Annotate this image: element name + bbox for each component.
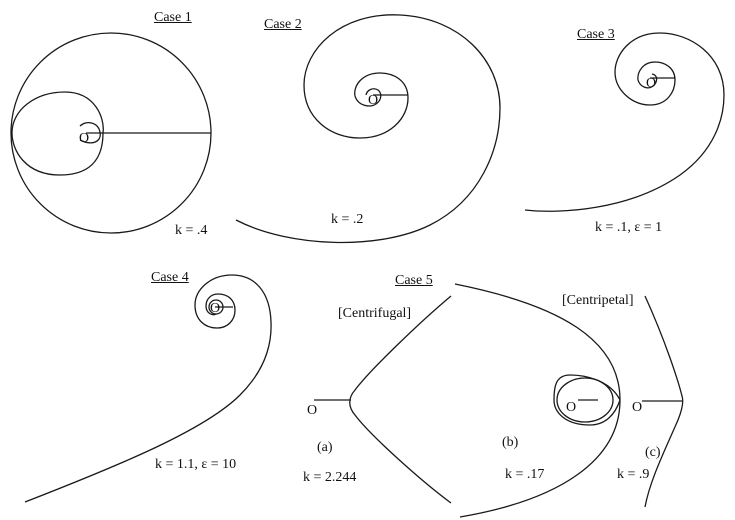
case-4-curve — [24, 274, 272, 503]
case-5b-origin: O — [566, 400, 577, 415]
case-5b-label: (b) — [502, 435, 519, 450]
case-2-title: Case 2 — [264, 17, 302, 32]
case-5c-param: k = .9 — [617, 467, 650, 482]
case-5c-origin: O — [632, 400, 643, 415]
case-2-curve — [235, 14, 501, 244]
case-5b-group-label: [Centripetal] — [562, 293, 634, 308]
case-5-title: Case 5 — [395, 273, 433, 288]
case-5a-origin: O — [307, 403, 318, 418]
case-4-param: k = 1.1, ε = 10 — [155, 457, 237, 472]
case-2-param: k = .2 — [331, 212, 364, 227]
case-3-title: Case 3 — [577, 27, 615, 42]
case-5c-label: (c) — [645, 445, 661, 460]
case-1-param: k = .4 — [175, 223, 208, 238]
case-5a-param: k = 2.244 — [303, 470, 357, 485]
case-5b-param: k = .17 — [505, 467, 545, 482]
case-2-origin: O — [368, 93, 379, 108]
case-3-param: k = .1, ε = 1 — [595, 220, 663, 235]
case-3-origin: O — [646, 76, 657, 91]
case-1-curve — [10, 32, 212, 234]
case-5a-label: (a) — [317, 440, 333, 455]
case-4-origin: O — [210, 301, 221, 316]
case-5a-curve — [314, 295, 452, 504]
case-4-title: Case 4 — [151, 270, 189, 285]
case-5a-group-label: [Centrifugal] — [338, 306, 412, 321]
case-1-title: Case 1 — [154, 10, 192, 25]
case-5b-curve — [454, 283, 621, 518]
case-3-curve — [524, 32, 725, 212]
case-5c-curve — [642, 295, 684, 508]
case-1-origin: O — [79, 131, 90, 146]
